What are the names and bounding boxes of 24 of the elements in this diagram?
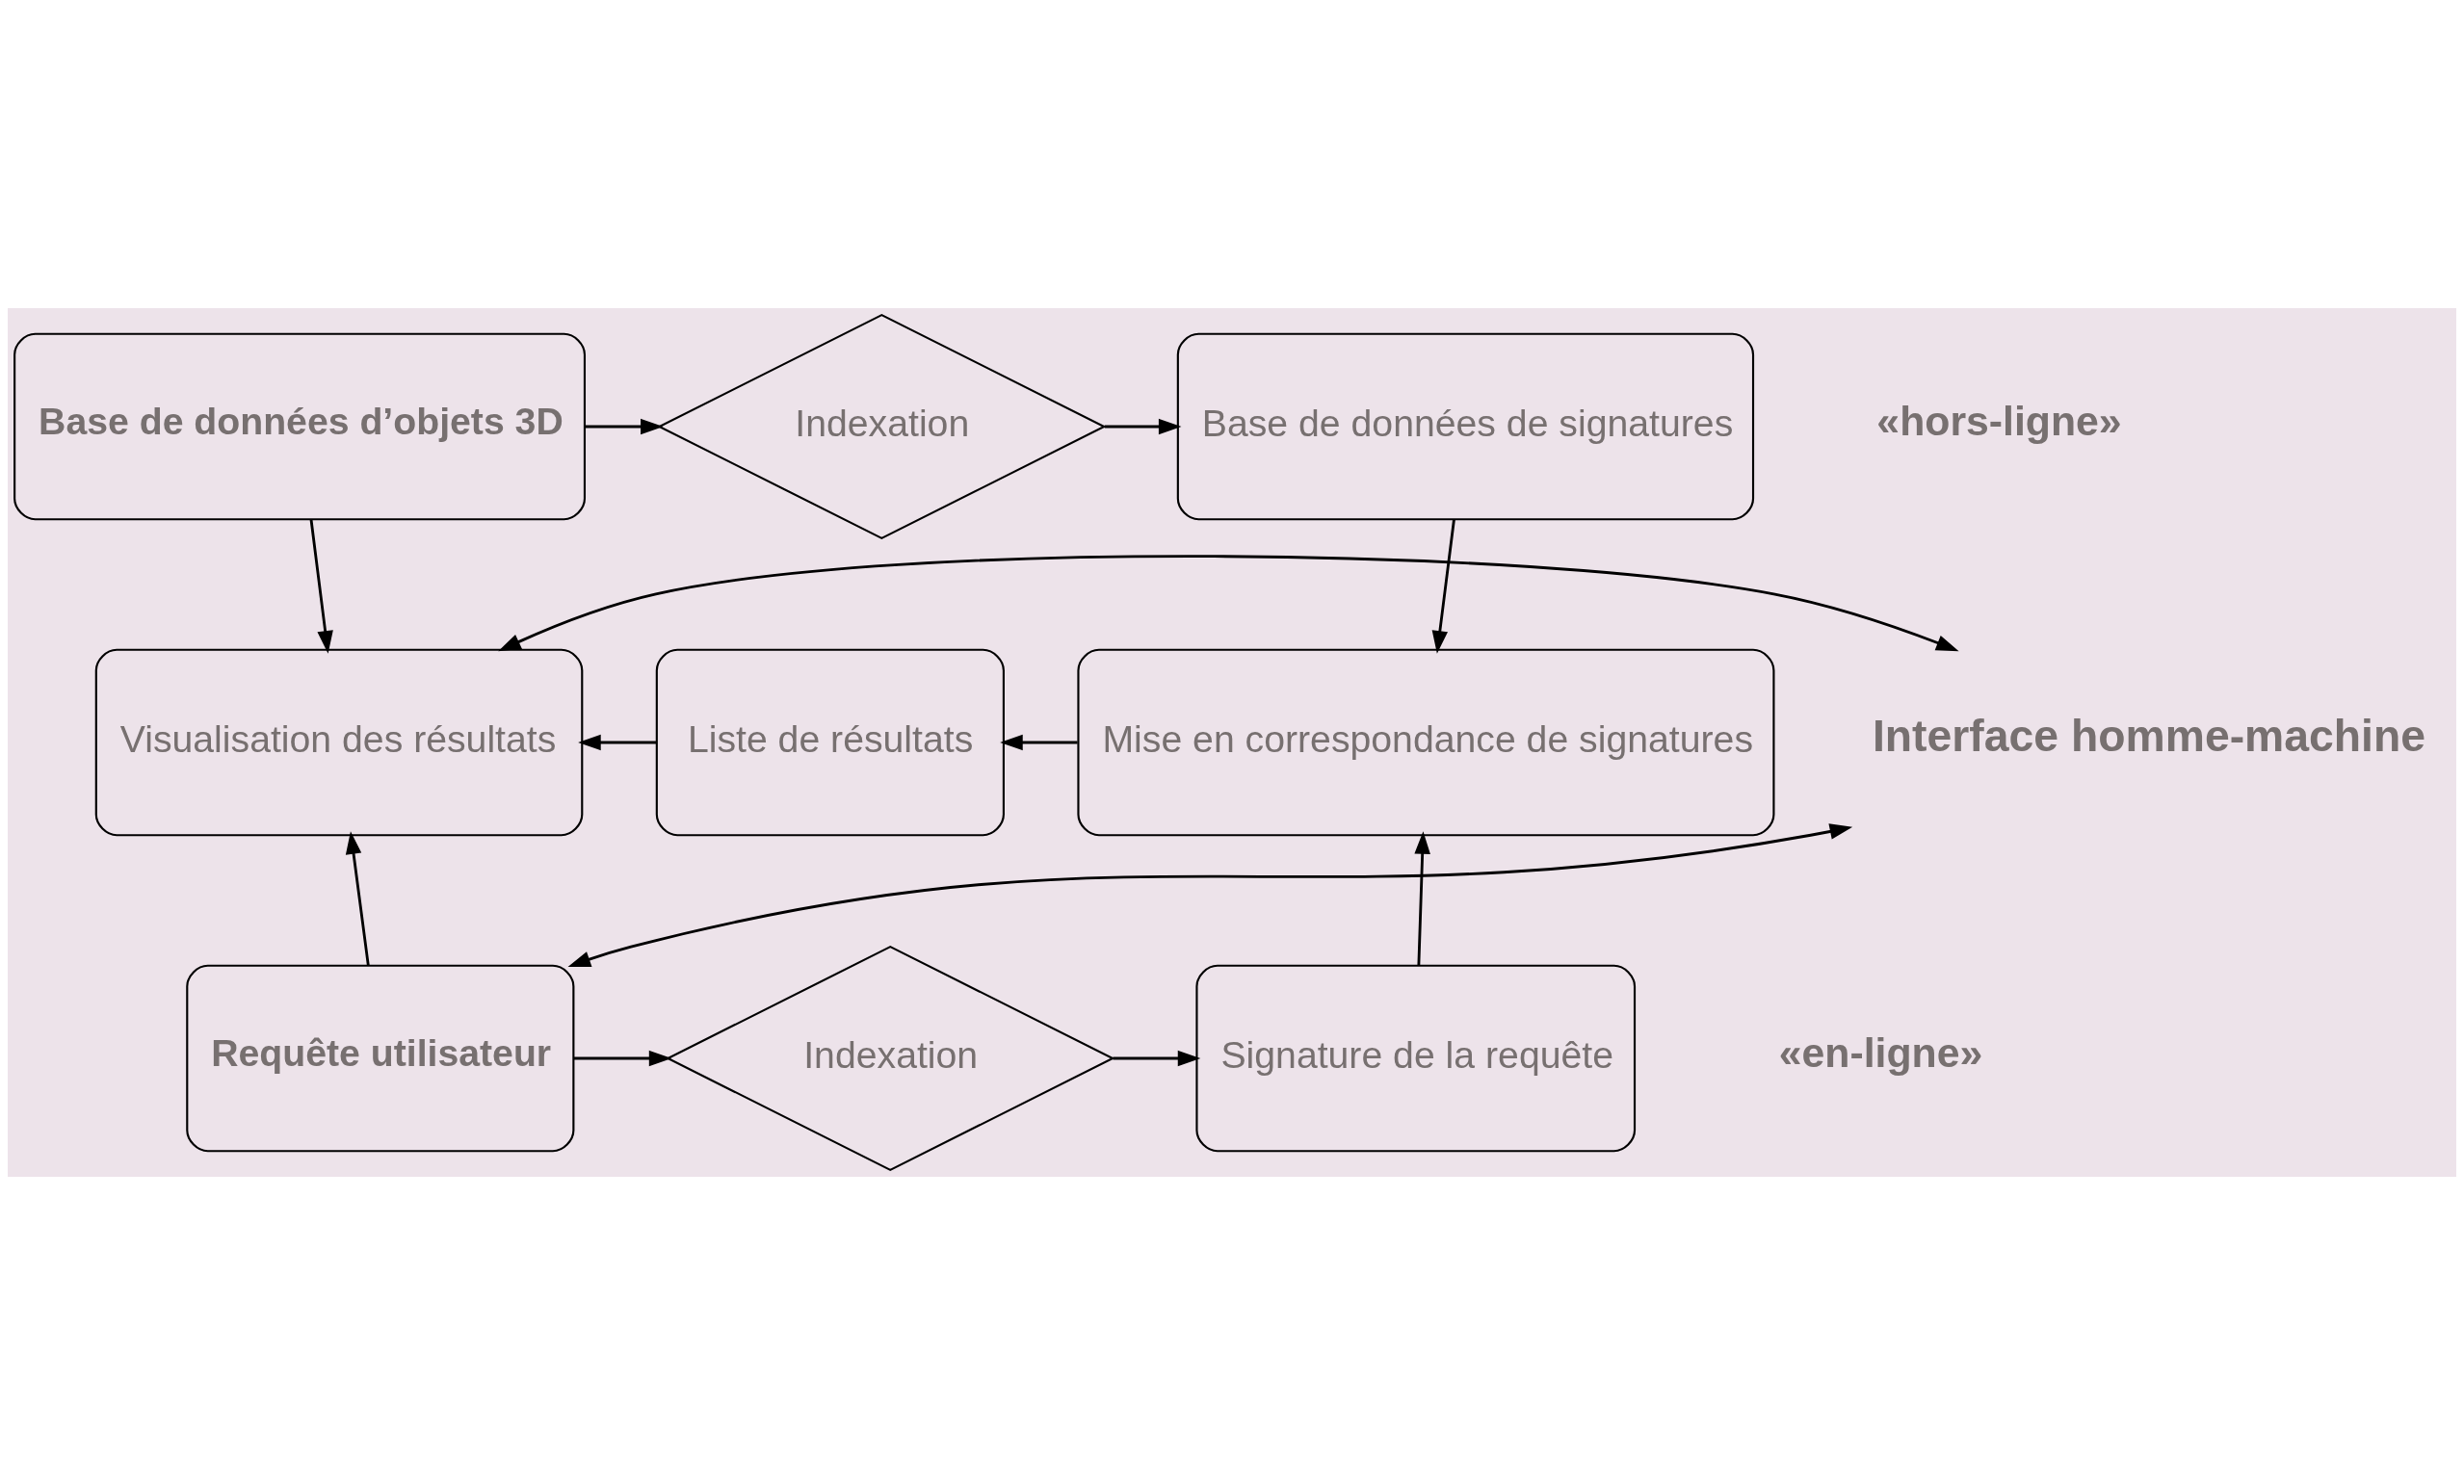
node-box: Visualisation des résultats — [94, 648, 584, 836]
arrow — [309, 518, 333, 654]
arrow — [578, 734, 657, 750]
arrow — [1000, 734, 1078, 750]
arrow — [573, 1050, 672, 1066]
node-text: Interface homme-machine — [1872, 710, 2426, 761]
node-diamond: Indexation — [666, 945, 1115, 1171]
node-box: Mise en correspondance de signatures — [1077, 648, 1775, 836]
arrow — [585, 418, 664, 434]
label: «hors-ligne» — [1876, 397, 2122, 444]
arrow — [345, 830, 370, 966]
arrow — [1113, 1050, 1201, 1066]
node-diamond: Indexation — [657, 313, 1107, 539]
arrow — [1431, 518, 1455, 654]
node-box: Signature de la requête — [1195, 964, 1637, 1152]
arrow — [498, 554, 1959, 651]
label: «en-ligne» — [1778, 1028, 1983, 1076]
node-box: Base de données de signatures — [1176, 332, 1755, 520]
arrow — [567, 822, 1853, 967]
node-box: Liste de résultats — [655, 648, 1005, 836]
node-box: Requête utilisateur — [186, 964, 575, 1152]
arrow — [1414, 830, 1430, 965]
arrow — [1104, 418, 1182, 434]
node-box: Base de données d’objets 3D — [13, 332, 587, 520]
